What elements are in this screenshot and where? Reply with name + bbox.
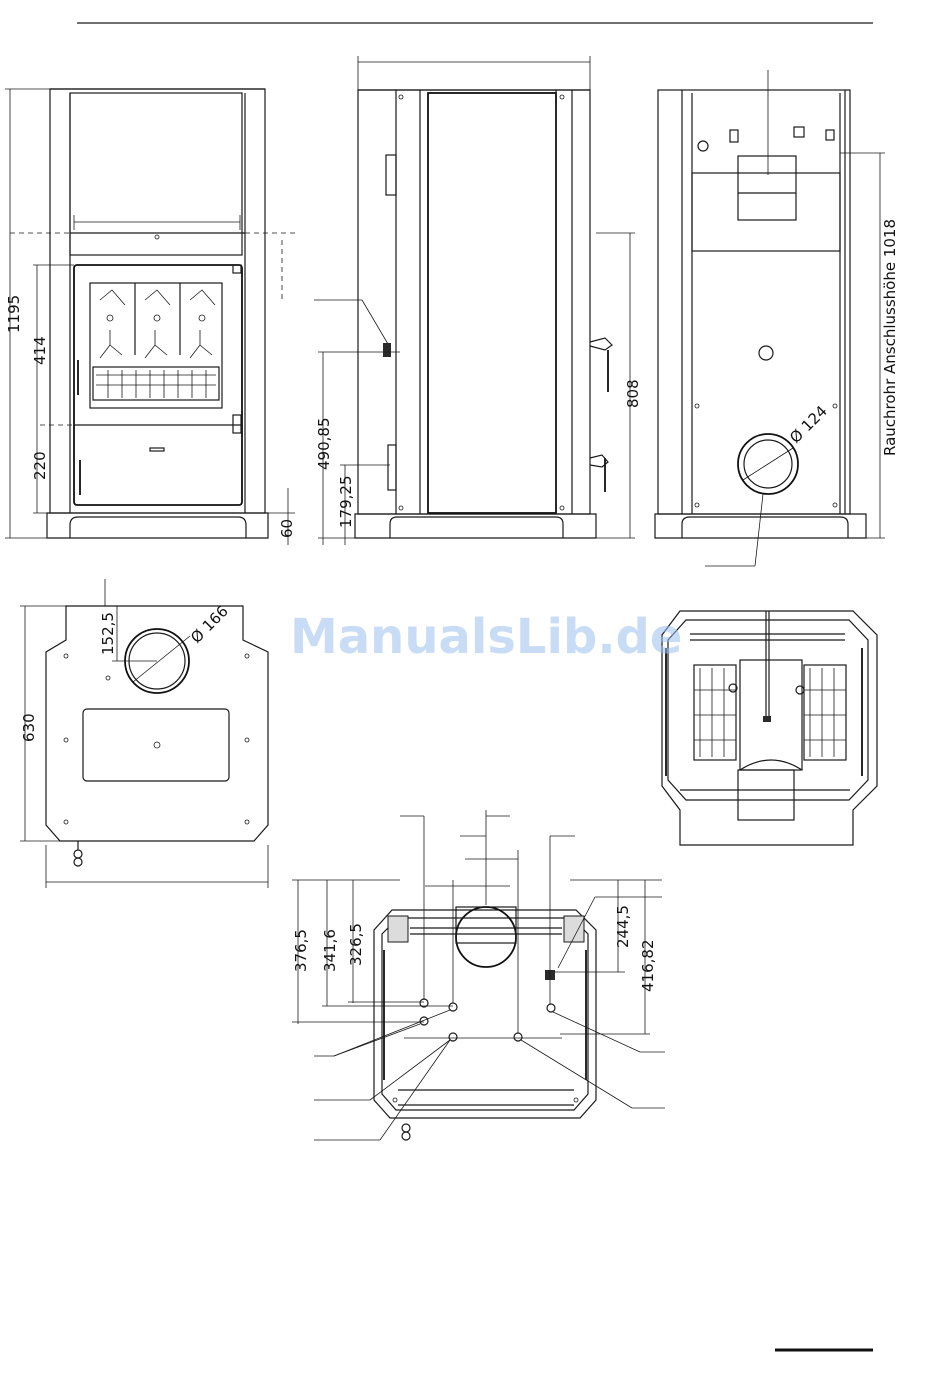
watermark: ManualsLib.de <box>290 609 682 665</box>
side-view <box>314 90 612 538</box>
dim-front-60: 60 <box>278 519 296 538</box>
dim-rear-pipe-diameter: Ø 124 <box>786 402 831 447</box>
dim-top-depth: 630 <box>20 713 38 742</box>
rear-view <box>655 70 866 566</box>
dim-bottom-341: 341,6 <box>321 929 339 972</box>
dim-top-152: 152,5 <box>99 612 117 655</box>
bottom-view <box>374 907 596 1140</box>
dim-bottom-416: 416,82 <box>639 940 657 993</box>
dim-top-pipe-diameter: Ø 166 <box>187 602 232 647</box>
dim-bottom-376: 376,5 <box>292 929 310 972</box>
section-view <box>662 611 877 845</box>
side-dimension-lines <box>318 56 635 545</box>
dim-bottom-326: 326,5 <box>347 923 365 966</box>
rear-dimension-lines <box>840 153 885 538</box>
dim-side-490: 490,85 <box>315 418 333 471</box>
dim-front-height: 1195 <box>5 295 23 333</box>
dim-rear-pipe-height: Rauchrohr Anschlusshöhe 1018 <box>881 219 899 456</box>
dim-side-179: 179,25 <box>337 476 355 529</box>
top-view <box>46 606 268 866</box>
dim-front-414: 414 <box>31 336 49 365</box>
dim-bottom-244: 244,5 <box>614 905 632 948</box>
dim-front-220: 220 <box>31 451 49 480</box>
top-dimension-lines <box>20 579 268 888</box>
front-view <box>10 89 298 538</box>
dim-side-808: 808 <box>624 379 642 408</box>
